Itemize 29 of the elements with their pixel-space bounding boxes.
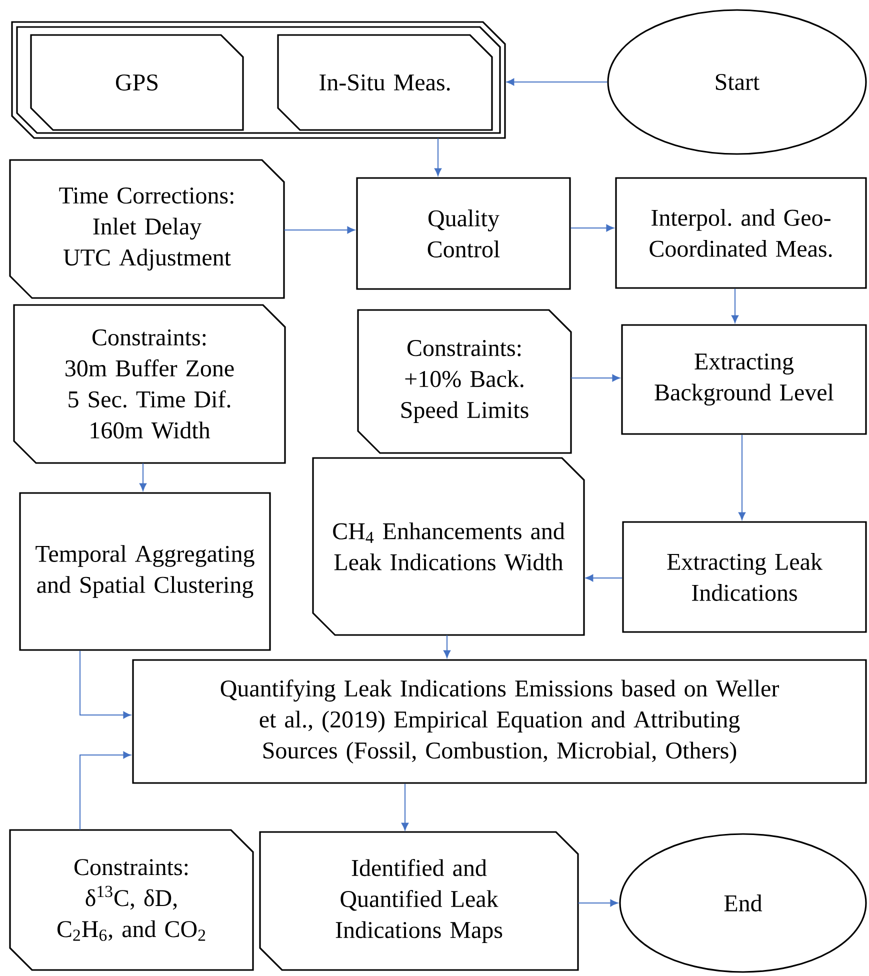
arrow xyxy=(443,634,451,658)
arrow xyxy=(570,224,614,232)
cut-corner-box: Constraints: +10% Back. Speed Limits xyxy=(357,309,572,454)
arrow xyxy=(731,288,739,323)
arrow xyxy=(80,650,131,719)
arrow xyxy=(506,78,608,86)
arrow xyxy=(738,434,746,520)
group-box xyxy=(11,21,506,139)
cut-corner-box: In-Situ Meas. xyxy=(277,34,493,131)
cut-corner-box: Time Corrections: Inlet Delay UTC Adjustment xyxy=(9,159,285,299)
process-box: Quantifying Leak Indications Emissions based on Weller et al., (2019) Empirical Equation and Attributing Sources (Fossil, Combustion, Microbial, Others) xyxy=(132,659,867,784)
process-box: Temporal Aggregating and Spatial Clustering xyxy=(19,492,271,651)
arrow xyxy=(139,462,147,491)
cut-corner-box: Constraints: δ$^{13}$C, δD, C$_{2}$H$_{6}$, and CO$_{2}$ xyxy=(9,829,254,971)
arrow xyxy=(570,374,620,382)
arrow xyxy=(284,226,355,234)
process-box: Quality Control xyxy=(356,177,571,290)
arrow xyxy=(401,783,409,831)
process-box: Extracting Leak Indications xyxy=(622,521,867,633)
cut-corner-box: Constraints: 30m Buffer Zone 5 Sec. Time Dif. 160m Width xyxy=(13,304,286,464)
cut-corner-box: Identified and Quantified Leak Indications Maps xyxy=(259,831,579,971)
cut-corner-box: GPS xyxy=(30,34,244,131)
process-box: Extracting Background Level xyxy=(621,324,867,435)
cut-corner-box: CH$_{4}$ Enhancements and Leak Indications Width xyxy=(312,457,585,636)
arrow xyxy=(578,899,618,907)
arrow xyxy=(80,751,131,830)
process-box: Interpol. and Geo-Coordinated Meas. xyxy=(615,177,867,289)
arrow xyxy=(434,138,442,176)
arrow xyxy=(585,574,623,582)
